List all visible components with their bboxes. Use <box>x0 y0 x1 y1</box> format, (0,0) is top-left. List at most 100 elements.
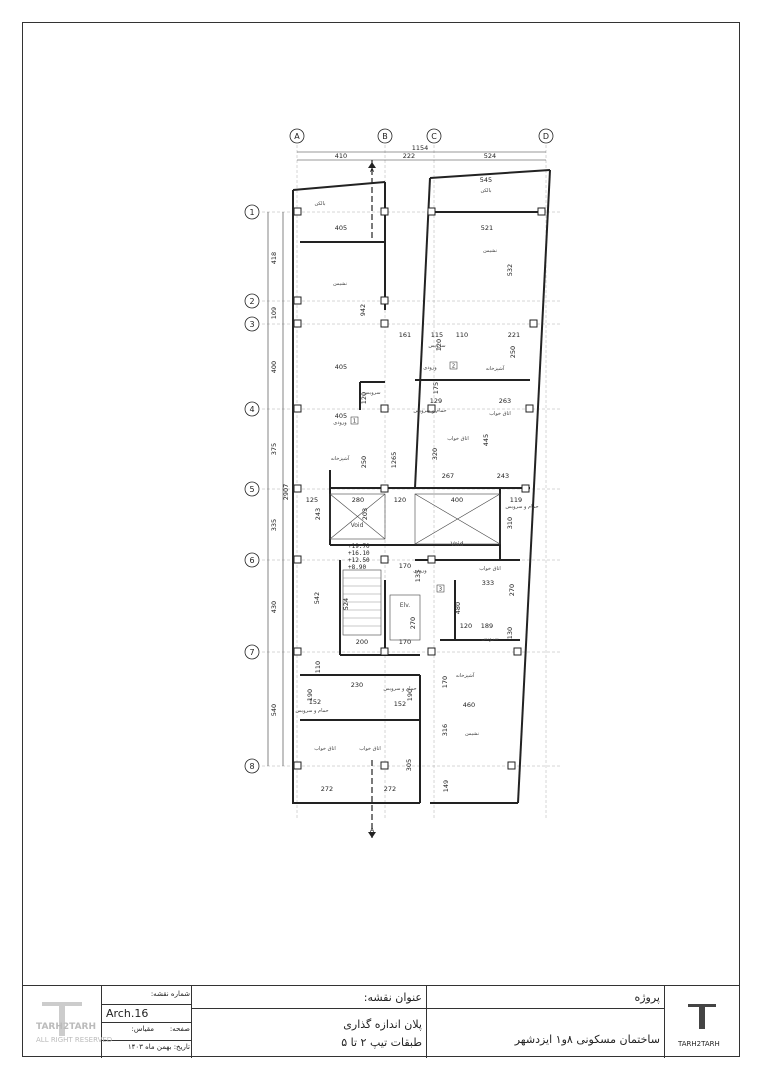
dim-267: 267 <box>442 472 454 480</box>
scale-label: مقیاس: <box>131 1025 154 1033</box>
drawing-title-line2: طبقات تیپ ۲ تا ۵ <box>341 1036 422 1049</box>
title-block: TARH2TARH ALL RIGHT RESERVED شماره نقشه:… <box>22 985 740 1058</box>
dim-119: 119 <box>510 496 522 504</box>
dim-129: 129 <box>430 397 442 405</box>
dim-149: 149 <box>442 780 450 792</box>
dim-532: 532 <box>506 264 514 276</box>
dim-524: 524 <box>342 598 350 610</box>
drawing-number: Arch.16 <box>106 1007 149 1020</box>
dim-221: 221 <box>508 331 520 339</box>
grid-row-6: 6 <box>249 556 254 565</box>
dim-280: 280 <box>352 496 364 504</box>
dim-row-34: 400 <box>270 361 278 373</box>
room-living-2: نشیمن <box>483 248 497 254</box>
unit-tag-2: 2 <box>452 364 455 370</box>
grid-row-2: 2 <box>249 297 254 306</box>
room-entrance-1: ورودی <box>333 420 347 426</box>
dim-170c: 170 <box>441 676 449 688</box>
room-wc-1: سرویس <box>363 390 380 396</box>
dim-400: 400 <box>451 496 463 504</box>
brand-name: TARH2TARH <box>678 1040 720 1048</box>
dim-190a: 190 <box>306 689 314 701</box>
dim-942: 942 <box>359 304 367 316</box>
dim-row-78: 540 <box>270 704 278 716</box>
dim-545: 545 <box>480 176 492 184</box>
level-1970: +19.70 <box>348 543 370 550</box>
grid-row-7: 7 <box>249 648 254 657</box>
dim-250b: 250 <box>360 456 368 468</box>
room-kitchen-3: آشپزخانه <box>456 672 475 679</box>
dim-521: 521 <box>481 224 493 232</box>
logo-cell <box>22 986 102 1058</box>
dim-200: 200 <box>356 638 368 646</box>
grid-col-b: B <box>382 132 388 141</box>
project-label: پروژه <box>634 991 660 1004</box>
dim-120a: 120 <box>435 339 443 351</box>
level-890: +8.90 <box>348 564 366 571</box>
date-value: تاریخ: بهمن ماه ۱۴۰۳ <box>104 1043 190 1051</box>
unit-tag-1: 1 <box>353 419 356 425</box>
dim-190b: 190 <box>406 689 414 701</box>
dim-120c: 120 <box>394 496 406 504</box>
dim-480: 480 <box>454 602 462 614</box>
floor-plan: A B C D 1 2 3 4 5 6 7 8 1154 410 222 524… <box>244 128 560 840</box>
dim-130: 130 <box>506 627 514 639</box>
project-cell <box>427 986 665 1058</box>
drawing-title-label: عنوان نقشه: <box>363 991 422 1004</box>
brand-logo-icon <box>688 1004 716 1029</box>
grid-row-3: 3 <box>249 320 254 329</box>
dim-320: 320 <box>431 448 439 460</box>
dim-row-67: 430 <box>270 601 278 613</box>
dim-152b: 152 <box>394 700 406 708</box>
room-balcony-2: بالکن <box>480 188 491 194</box>
project-name: ساختمان مسکونی ۸و۱ ایزدشهر <box>514 1033 660 1046</box>
dim-bay-ab: 410 <box>335 152 347 160</box>
page-label: صفحه: <box>169 1025 190 1033</box>
room-bedroom-3: اتاق خواب <box>479 566 501 572</box>
dim-305: 305 <box>405 759 413 771</box>
dim-row-56: 335 <box>270 519 278 531</box>
dim-125: 125 <box>306 496 318 504</box>
watermark-logo <box>42 1002 82 1036</box>
room-bath-2: حمام و سرویس <box>505 504 538 510</box>
dim-405b: 405 <box>335 363 347 371</box>
void-label-2: Void <box>451 541 464 548</box>
dim-row-12: 418 <box>270 252 278 264</box>
room-living-1: نشیمن <box>333 281 347 287</box>
void-label-1: Void <box>351 522 364 529</box>
dim-135: 135 <box>414 570 422 582</box>
dim-272a: 272 <box>321 785 333 793</box>
room-living-3: نشیمن <box>465 731 479 737</box>
watermark-brand: TARH2TARH <box>36 1022 96 1032</box>
grid-row-1: 1 <box>249 208 254 217</box>
grid-row-4: 4 <box>249 405 254 414</box>
dim-161: 161 <box>399 331 411 339</box>
room-balcony-1: بالکن <box>314 201 325 207</box>
dim-316: 316 <box>441 724 449 736</box>
grid-row-8: 8 <box>249 762 254 771</box>
dim-110a: 110 <box>456 331 468 339</box>
dim-170b: 170 <box>399 638 411 646</box>
room-bedroom-4: اتاق خواب <box>314 746 336 752</box>
dim-152a: 152 <box>309 698 321 706</box>
room-wc-2: سرویس <box>428 343 445 349</box>
drawing-title-cell <box>192 986 427 1058</box>
dim-243b: 243 <box>314 508 322 520</box>
room-bedroom-5: اتاق خواب <box>359 746 381 752</box>
level-1610: +16.10 <box>348 550 370 557</box>
date: بهمن ماه ۱۴۰۳ <box>127 1043 172 1051</box>
grid-col-d: D <box>543 132 549 141</box>
dim-310: 310 <box>506 517 514 529</box>
drawing-sheet-border <box>22 22 740 1057</box>
room-wc-3: سرویس <box>481 636 498 642</box>
dim-263: 263 <box>499 397 511 405</box>
dim-bay-cd: 524 <box>484 152 496 160</box>
dim-110b: 110 <box>314 661 322 673</box>
dim-bay-bc: 222 <box>403 152 415 160</box>
dim-542: 542 <box>313 592 321 604</box>
dim-250a: 250 <box>509 346 517 358</box>
dim-203: 203 <box>361 508 369 520</box>
dim-170a: 170 <box>399 562 411 570</box>
dim-120b: 120 <box>360 392 368 404</box>
dim-189: 189 <box>481 622 493 630</box>
